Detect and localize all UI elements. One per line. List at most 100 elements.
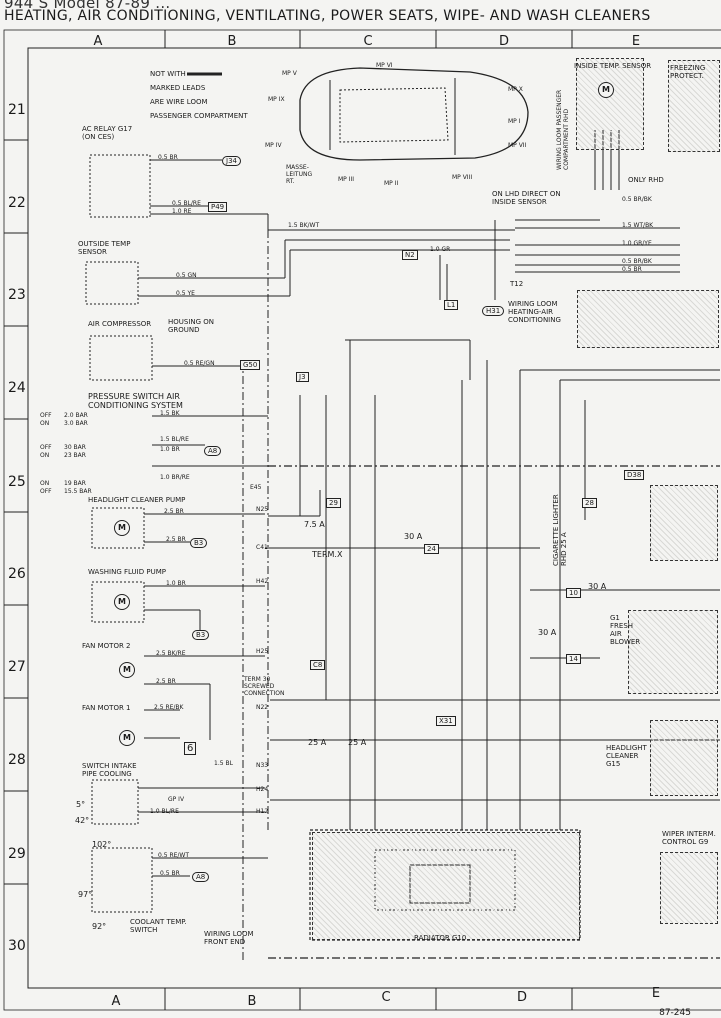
radiator-area [312,832,580,940]
wire-w8: 1.5 BK [160,410,180,417]
mp-ix: MP IX [268,96,285,103]
wiring-heating-label: WIRING LOOM HEATING-AIR CONDITIONING [508,300,561,324]
pressure-bar3: 30 BAR [64,444,86,451]
wire-w17: 2.5 RE/BK [154,704,184,711]
col-c-top: C [363,34,373,49]
fuse-24: 24 [424,544,439,554]
pressure-bar6: 15.5 BAR [64,488,92,495]
legend-line2: MARKED LEADS [150,84,206,92]
row-22: 22 [8,195,26,211]
inside-temp-sensor-area [576,58,644,150]
drawing-code: 87-245 [659,1008,691,1018]
fuse-10: 10 [566,588,581,598]
tag-n2: N2 [402,250,418,260]
only-rhd-label: ONLY RHD [628,176,664,184]
page-title: HEATING, AIR CONDITIONING, VENTILATING, … [4,8,651,24]
headlight-pump-motor-icon: M [114,520,130,536]
row-29: 29 [8,846,26,862]
fuse-29: 29 [326,498,341,508]
row-27: 27 [8,659,26,675]
fan-motor2-label: FAN MOTOR 2 [82,642,131,650]
wire-w14: 1.0 BR [166,580,186,587]
temp-5: 5° [76,800,86,809]
right-relay-area [650,485,718,561]
wire-w11: 1.0 BR/RE [160,474,190,481]
tag-h24: H24 [256,786,269,793]
pressure-off3: OFF [40,488,52,495]
wire-w18: 1.0 GR [430,246,451,253]
wire-w4: 1.5 BK/WT [288,222,320,229]
wire-w16: 2.5 BR [156,678,176,685]
temp-92: 92° [92,922,107,931]
tag-n25: N25 [256,506,269,513]
wire-w10: 1.0 BR [160,446,180,453]
tag-x31: X31 [436,716,456,726]
mp-viii: MP VIII [452,174,473,181]
wire-w7: 0.5 RE/GN [184,360,215,367]
wiper-control-area [660,852,718,924]
col-a-bottom: A [111,994,121,1009]
mp-v: MP V [282,70,297,77]
inside-temp-label: INSIDE TEMP. SENSOR [574,62,652,70]
heating-ac-unit-area [577,290,719,348]
wire-w13: 2.5 BR [166,536,186,543]
tag-h31: H31 [482,306,505,316]
tag-h25: H25 [256,648,269,655]
mp-vi: MP VI [376,62,393,69]
tag-a8-b: A8 [192,872,210,882]
coolant-switch-label: COOLANT TEMP. SWITCH [130,918,187,934]
frame-outer [3,29,721,1011]
tag-j3: J3 [296,372,309,382]
pressure-on2: ON [40,452,50,459]
headlight-cleaner-label: HEADLIGHT CLEANER G15 [606,744,647,768]
tag-h42: H42 [256,578,269,585]
col-d-top: D [498,34,509,49]
col-d-bottom: D [516,990,527,1005]
header-top: 944 S Model 87-89 ... [4,0,171,12]
wire-w20: 0.5 BR/BK [622,196,652,203]
fuse-25a-b: 25 A [348,738,367,747]
temp-102: 102° [92,840,112,849]
row-26: 26 [8,566,26,582]
pressure-off1: OFF [40,412,52,419]
inside-temp-motor-icon: M [598,82,614,98]
headlight-pump-label: HEADLIGHT CLEANER PUMP [88,496,186,504]
cigarette-label: CIGARETTE LIGHTER RHD 25 A [552,494,568,566]
tag-c8: C8 [310,660,326,670]
row-30: 30 [8,938,26,954]
pressure-switch-label: PRESSURE SWITCH AIR CONDITIONING SYSTEM [88,392,183,410]
wiring-rhd-label: WIRING LOOM PASSENGER COMPARTMENT RHD [556,89,570,170]
tag-b3-b: B3 [192,630,210,640]
wire-w24: 0.5 RE/WT [158,852,190,859]
fuse-6: 6 [184,742,197,755]
fuse-28: 28 [582,498,597,508]
ac-relay-label: AC RELAY G17 (ON CES) [82,125,133,141]
fuse-30a-a: 30 A [404,532,423,541]
fresh-air-blower-area [628,610,718,694]
legend-line1: NOT WITH [150,70,186,78]
wire-w27: 1.0 BL/RE [150,808,179,815]
washing-pump-label: WASHING FLUID PUMP [88,568,166,576]
gp-iv-label: GP IV [168,796,185,803]
tag-g50: G50 [240,360,261,370]
mp-vii: MP VII [508,142,527,149]
wire-w1: 0.5 BR [158,154,178,161]
fresh-air-label: G1 FRESH AIR BLOWER [610,614,641,646]
freezing-label: FREEZING PROTECT. [670,64,706,80]
fuse-14: 14 [566,654,581,664]
mp-i: MP I [508,118,521,125]
mp-ii: MP II [384,180,399,187]
wire-w15: 2.5 BK/RE [156,650,186,657]
headlight-cleaner-area [650,720,718,796]
temp-42: 42° [75,816,90,825]
mp-iv: MP IV [265,142,282,149]
fan-motor2-icon: M [119,662,135,678]
freezing-protect-area [668,60,720,152]
tag-n22: N22 [256,704,269,711]
housing-ground-label: HOUSING ON GROUND [168,318,215,334]
fuse-25a-a: 25 A [308,738,327,747]
wire-w9: 1.5 BL/RE [160,436,189,443]
wiper-label: WIPER INTERM. CONTROL G9 [662,830,716,846]
fan-motor1-label: FAN MOTOR 1 [82,704,131,712]
outside-temp-label: OUTSIDE TEMP SENSOR [78,240,131,256]
